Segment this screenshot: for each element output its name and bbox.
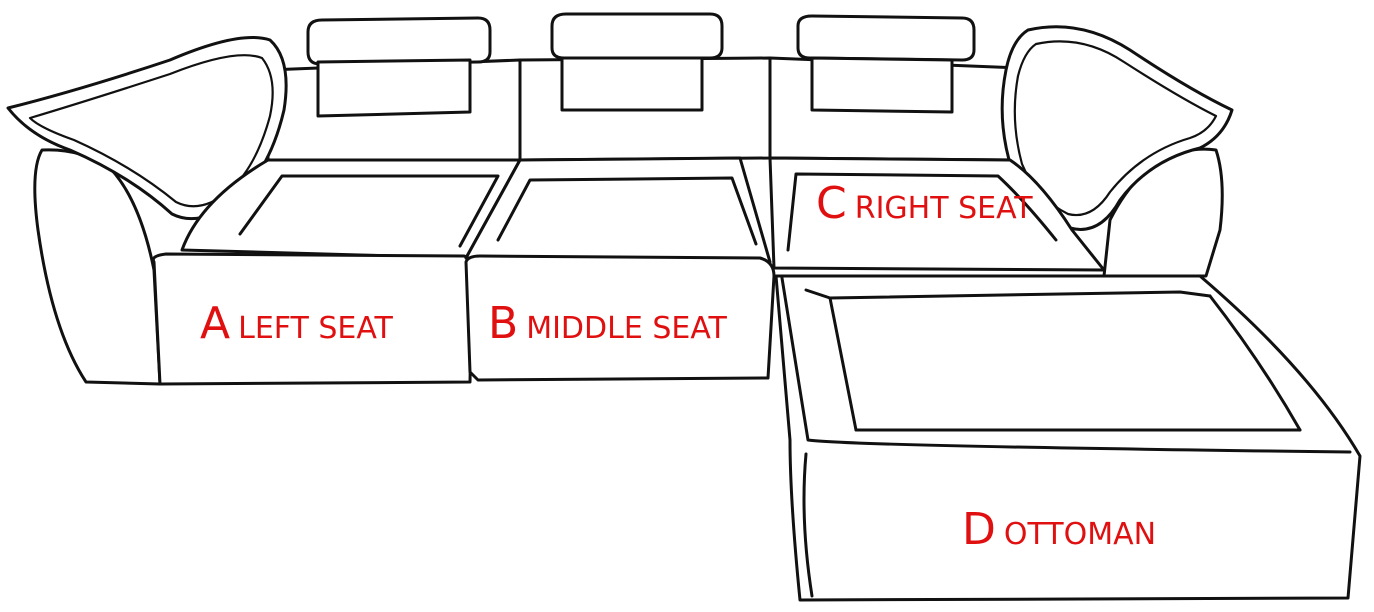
seat-a xyxy=(151,158,522,386)
ottoman-d-text: OTTOMAN xyxy=(1003,517,1157,552)
left-armrest xyxy=(6,36,288,386)
right-armrest xyxy=(1000,25,1234,278)
headrest-middle xyxy=(550,12,724,112)
seat-a-text: LEFT SEAT xyxy=(238,311,393,346)
seat-b-text: MIDDLE SEAT xyxy=(526,311,727,346)
ottoman-d xyxy=(774,274,1362,602)
ottoman-d-letter: D xyxy=(962,504,996,555)
seat-b-letter: B xyxy=(488,298,519,349)
seat-c-text: RIGHT SEAT xyxy=(854,191,1033,226)
seat-c-letter: C xyxy=(816,178,847,229)
headrest-right xyxy=(796,14,976,114)
seat-c xyxy=(768,156,1106,272)
headrest-left xyxy=(306,16,492,118)
seat-b xyxy=(464,156,776,382)
seat-a-letter: A xyxy=(200,298,231,349)
